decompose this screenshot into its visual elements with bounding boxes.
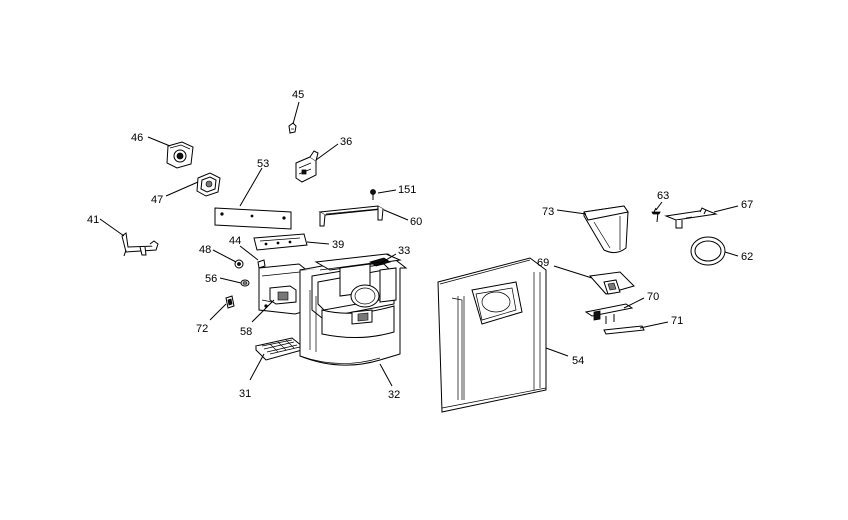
callout-53: 53 [257,158,269,170]
part-62 [690,236,726,266]
callout-63: 63 [657,190,669,202]
callout-labels: 45 46 36 53 47 151 41 60 48 44 39 33 56 … [87,89,753,401]
callout-45: 45 [292,89,304,101]
callout-151: 151 [398,184,416,196]
callout-47: 47 [151,194,163,206]
callout-72: 72 [196,323,208,335]
callout-73: 73 [542,206,554,218]
part-53 [214,207,292,230]
part-63 [651,207,661,223]
part-54 [437,257,547,413]
part-47 [196,172,221,197]
part-45 [288,122,297,134]
part-72 [225,295,235,309]
callout-62: 62 [741,251,753,263]
part-31 [255,337,304,361]
callout-46: 46 [131,132,143,144]
part-36 [295,150,319,183]
callout-60: 60 [410,216,422,228]
callout-33: 33 [398,245,410,257]
callout-71: 71 [671,315,683,327]
callout-56: 56 [205,273,217,285]
callout-48: 48 [199,244,211,256]
part-70 [584,303,634,324]
callout-44: 44 [229,235,241,247]
callout-32: 32 [388,389,400,401]
callout-67: 67 [741,199,753,211]
part-56 [240,279,250,287]
callout-31: 31 [239,388,251,400]
part-44 [257,259,266,269]
part-39 [253,233,308,251]
part-41 [121,232,159,257]
part-69 [589,271,635,295]
part-33 [314,253,402,325]
part-60 [318,205,385,227]
callout-69: 69 [537,257,549,269]
callout-58: 58 [240,326,252,338]
callout-36: 36 [340,136,352,148]
part-71 [603,325,645,335]
part-67 [664,207,718,229]
part-73 [583,205,629,254]
callout-54: 54 [572,355,584,367]
callout-41: 41 [87,214,99,226]
callout-39: 39 [332,239,344,251]
leader-lines [99,101,739,387]
callout-70: 70 [647,291,659,303]
part-151 [370,189,376,200]
part-48 [234,259,244,269]
part-46 [166,141,194,169]
